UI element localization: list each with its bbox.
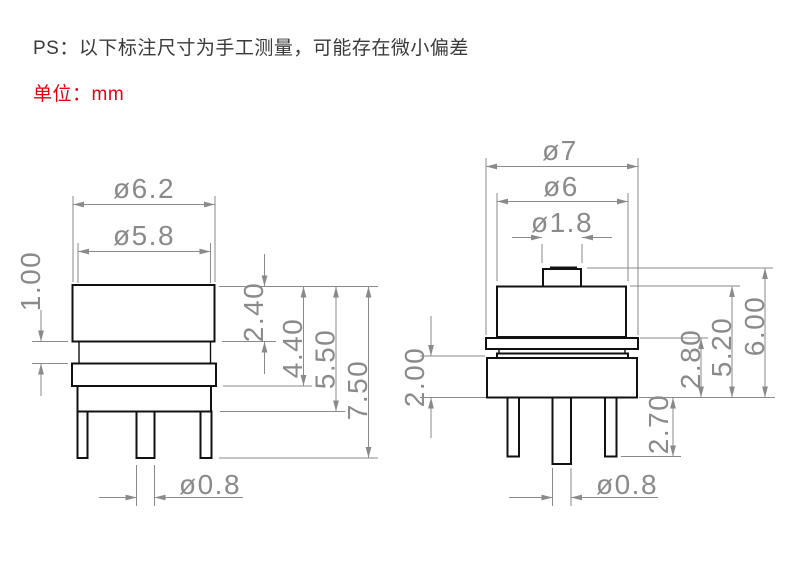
dim-label-body-to-bottom: 5.20 (706, 317, 737, 378)
left-view-pin-center (135, 410, 156, 459)
dim-label-total-height: 7.50 (342, 360, 373, 421)
right-view-base (486, 357, 638, 399)
dim-label-body-height: 2.40 (238, 282, 269, 343)
right-view-pin-right (604, 396, 618, 458)
right-view-pin-center (551, 396, 572, 465)
dim-label-pin-diameter: ø0.8 (179, 469, 241, 500)
dim-label-right-pin-diameter: ø0.8 (596, 469, 658, 500)
right-view: ø7 ø6 ø1.8 2.0 (399, 135, 775, 506)
left-view-dim-pin-diameter: ø0.8 (99, 465, 243, 506)
dim-label-height-to-flange: 4.40 (277, 318, 308, 379)
unit-note: 单位：mm (33, 84, 125, 105)
dim-label-inner-diameter: ø5.8 (113, 220, 175, 251)
dim-label-height-to-base: 5.50 (310, 329, 341, 390)
right-view-dim-flange-diameter: ø7 (485, 135, 639, 335)
left-view-pin-right (199, 410, 213, 459)
dim-label-pin-length: 2.70 (643, 394, 674, 455)
right-view-dim-heights: 2.80 5.20 6.00 2.70 (587, 267, 775, 457)
left-view-dim-outer-diameter: ø6.2 (72, 173, 216, 282)
left-view-part-outline (71, 284, 217, 459)
left-view-flange (71, 362, 217, 387)
right-view-pin-left (506, 396, 520, 458)
right-view-plunger (542, 268, 582, 288)
dim-label-flange-diameter: ø7 (542, 135, 578, 166)
right-view-body (496, 285, 627, 338)
left-view-dim-inner-diameter: ø5.8 (77, 220, 211, 283)
dim-label-groove-height: 1.00 (15, 251, 46, 312)
dim-label-body-diameter: ø6 (543, 171, 579, 202)
right-view-dim-base-height: 2.00 (399, 316, 486, 438)
dim-label-flange-to-bottom: 2.80 (675, 329, 706, 390)
right-view-dim-pin-diameter: ø0.8 (509, 468, 658, 506)
measurement-disclaimer-note: PS：以下标注尺寸为手工测量，可能存在微小偏差 (33, 38, 469, 59)
dim-label-base-height: 2.00 (399, 347, 430, 408)
left-view: ø6.2 ø5.8 1.00 (15, 173, 378, 506)
left-view-dim-groove: 1.00 (15, 251, 68, 396)
left-view-body (71, 284, 216, 343)
right-view-flange-wide (485, 337, 639, 350)
left-view-dim-heights: 2.40 4.40 5.50 7.50 (219, 254, 378, 459)
dim-label-right-total-height: 6.00 (739, 296, 770, 357)
right-view-part-outline (485, 266, 639, 465)
dim-label-outer-diameter: ø6.2 (113, 173, 175, 204)
right-view-dim-body-diameter: ø6 (496, 171, 629, 281)
left-view-base (76, 385, 212, 413)
right-view-dim-plunger-diameter: ø1.8 (512, 207, 612, 263)
left-view-pin-left (76, 410, 89, 459)
dim-label-plunger-diameter: ø1.8 (531, 207, 593, 238)
